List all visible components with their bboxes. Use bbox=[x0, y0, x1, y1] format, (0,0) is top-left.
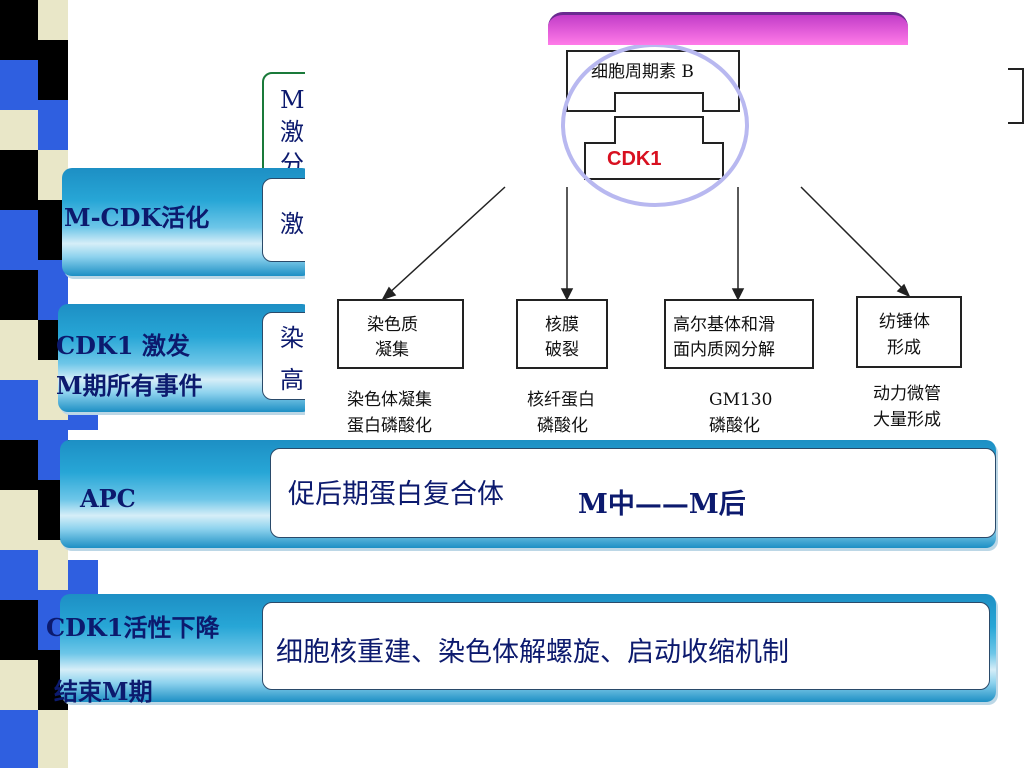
row4-label-line1: CDK1活性下降 bbox=[46, 613, 220, 642]
row3-box bbox=[270, 448, 996, 538]
arrows bbox=[381, 186, 911, 301]
highlight-circle bbox=[561, 43, 749, 207]
row2-partial-line1: 染 bbox=[280, 324, 304, 352]
svg-text:核膜: 核膜 bbox=[545, 315, 579, 335]
bracket-shape bbox=[1008, 68, 1024, 124]
svg-text:形成: 形成 bbox=[887, 338, 921, 358]
row3-text-main: 促后期蛋白复合体 bbox=[288, 479, 504, 510]
svg-text:磷酸化: 磷酸化 bbox=[709, 416, 760, 436]
row2-label-line1: CDK1 激发 bbox=[56, 331, 190, 360]
row2-partial-line2: 高 bbox=[280, 366, 304, 394]
svg-text:染色体凝集: 染色体凝集 bbox=[347, 390, 432, 410]
stripe-col-1 bbox=[0, 0, 38, 768]
box-spindle: 纺锤体 形成 动力微管 大量形成 bbox=[856, 296, 962, 430]
svg-text:动力微管: 动力微管 bbox=[873, 384, 941, 404]
svg-text:凝集: 凝集 bbox=[375, 340, 409, 360]
cdk1-diagram: 细胞周期素 B CDK1 染色质 凝集 染色体凝集 蛋白磷酸化 核膜 bbox=[305, 43, 968, 440]
cdk1-label: CDK1 bbox=[607, 148, 661, 170]
row1-label: M-CDK活化 bbox=[64, 203, 210, 232]
row1-partial-text: 激 bbox=[280, 210, 304, 238]
row3-text-sub: M中——M后 bbox=[578, 489, 746, 520]
svg-text:高尔基体和滑: 高尔基体和滑 bbox=[673, 315, 775, 335]
row2-label-line2: M期所有事件 bbox=[56, 371, 203, 400]
box-nuclear-envelope: 核膜 破裂 核纤蛋白 磷酸化 bbox=[516, 299, 608, 436]
svg-text:面内质网分解: 面内质网分解 bbox=[673, 340, 775, 360]
cdk1-shape bbox=[584, 116, 724, 180]
row4-box bbox=[262, 602, 990, 690]
svg-text:破裂: 破裂 bbox=[545, 340, 579, 360]
box-chromatin: 染色质 凝集 染色体凝集 蛋白磷酸化 bbox=[337, 299, 464, 436]
svg-text:纺锤体: 纺锤体 bbox=[879, 312, 930, 332]
cyclin-b-label: 细胞周期素 B bbox=[591, 62, 694, 82]
svg-text:核纤蛋白: 核纤蛋白 bbox=[527, 390, 595, 410]
row3-label: APC bbox=[80, 484, 136, 513]
partial-green-text: M 激 分 bbox=[280, 86, 305, 178]
svg-text:GM130: GM130 bbox=[709, 390, 772, 410]
svg-text:大量形成: 大量形成 bbox=[873, 410, 941, 430]
purple-header-bar bbox=[548, 12, 908, 45]
svg-text:蛋白磷酸化: 蛋白磷酸化 bbox=[347, 416, 432, 436]
box-golgi: 高尔基体和滑 面内质网分解 GM130 磷酸化 bbox=[664, 299, 814, 436]
row4-text: 细胞核重建、染色体解螺旋、启动收缩机制 bbox=[276, 637, 789, 668]
svg-text:磷酸化: 磷酸化 bbox=[537, 416, 588, 436]
cyclin-b-shape bbox=[566, 50, 740, 112]
svg-text:染色质: 染色质 bbox=[367, 315, 418, 335]
row4-label-line2: 结束M期 bbox=[54, 677, 153, 706]
